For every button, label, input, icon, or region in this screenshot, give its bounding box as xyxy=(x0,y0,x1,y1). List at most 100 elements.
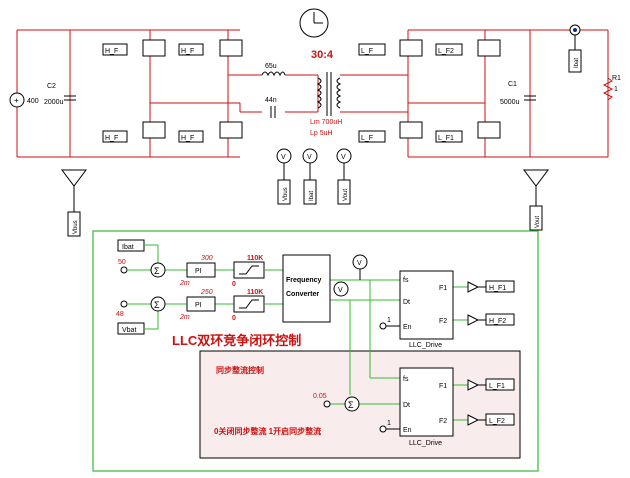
drive2-en: En xyxy=(403,427,412,434)
current-probe xyxy=(568,24,582,73)
sync-offset: 0.05 xyxy=(313,393,327,400)
lr-label: 65u xyxy=(265,63,277,70)
c2-value: 2000u xyxy=(44,99,64,106)
sync-frame xyxy=(199,350,521,459)
resonant-inductor xyxy=(261,71,286,77)
lp-label: Lp 5uH xyxy=(310,130,333,137)
vbat-input: Vbat xyxy=(122,327,136,334)
llc-drive-2[interactable] xyxy=(399,367,454,437)
c1-value: 5000u xyxy=(500,99,520,106)
meter-label-vbus: Vbus xyxy=(283,187,289,201)
vsrc-label: 400 xyxy=(27,98,39,105)
lm-label: Lm 700uH xyxy=(310,119,342,126)
r1-name: R1 xyxy=(612,75,621,82)
cr-label: 44n xyxy=(265,97,277,104)
gate-l-f-4: L_F1 xyxy=(438,135,454,142)
out-l-f2-box xyxy=(485,413,515,426)
control-title: LLC双环竞争闭环控制 xyxy=(172,333,301,348)
meter-dt xyxy=(333,281,349,297)
pi2-gain: 250 xyxy=(200,289,213,296)
meter-label-vout: Vout xyxy=(343,189,349,201)
drive2-f1: F1 xyxy=(439,383,447,390)
out-h-f1-box xyxy=(485,280,515,293)
resistor-r1 xyxy=(602,77,614,101)
summer-blocks xyxy=(150,262,360,412)
out-h-f1: H_F1 xyxy=(489,285,506,292)
c2-name: C2 xyxy=(47,83,56,90)
out-h-f2-box xyxy=(485,313,515,326)
dc-source: + 400 xyxy=(9,92,39,108)
gate-l-f-2: L_F2 xyxy=(438,48,454,55)
capacitor-c2 xyxy=(64,95,76,101)
frequency-converter[interactable] xyxy=(282,254,331,323)
meter-v-2: V xyxy=(307,154,312,161)
fc-line1: Frequency xyxy=(286,277,322,284)
sync-note: 0关闭同步整流 1开启同步整流 xyxy=(214,426,321,436)
c1-name: C1 xyxy=(508,81,517,88)
switch-gate-labels xyxy=(102,43,463,143)
pi-label-2: PI xyxy=(195,302,202,309)
capacitor-c1 xyxy=(524,95,536,101)
drive2-f2: F2 xyxy=(439,418,447,425)
drive1-name: LLC_Drive xyxy=(409,342,442,349)
pi1-time: 2m xyxy=(179,280,190,287)
sum-icon-1: Σ xyxy=(154,266,160,276)
control-wires xyxy=(127,244,468,421)
en2-value: 1 xyxy=(387,420,391,427)
drive2-name: LLC_Drive xyxy=(409,440,442,447)
out-l-f1-box xyxy=(485,378,515,391)
en1-value: 1 xyxy=(387,317,391,324)
sensor-vbus-label: Vbus xyxy=(73,220,79,234)
sum-icon-3: Σ xyxy=(348,400,354,410)
gate-h-f-1: H_F xyxy=(105,48,118,55)
meter-dt-v: V xyxy=(338,287,343,294)
sum-icon-2: Σ xyxy=(154,300,160,310)
out-l-f2: L_F2 xyxy=(489,418,505,425)
fc-line2: Converter xyxy=(286,291,319,298)
drive2-fs: fs xyxy=(403,376,409,383)
en2-node xyxy=(379,425,387,433)
gate-h-f-3: H_F xyxy=(105,135,118,142)
clock-icon[interactable] xyxy=(299,8,329,38)
voltage-sensors xyxy=(61,169,549,237)
meter-label-ibat: Ibat xyxy=(309,191,315,201)
gate-h-f-4: H_F xyxy=(181,135,194,142)
out-l-f1: L_F1 xyxy=(489,383,505,390)
gate-h-f-2: H_F xyxy=(181,48,194,55)
lim1-lower: 0 xyxy=(232,281,236,288)
drive1-dt: Dt xyxy=(403,299,410,306)
pi1-gain: 300 xyxy=(201,255,213,262)
gate-l-f-1: L_F xyxy=(361,48,373,55)
llc-drive-1[interactable] xyxy=(399,270,454,340)
meter-v-3: V xyxy=(341,154,346,161)
sensor-vout-label: Vout xyxy=(535,216,541,228)
ibat-input: Ibat xyxy=(122,244,134,251)
lim2-lower: 0 xyxy=(232,315,236,322)
transformer-ratio: 30:4 xyxy=(311,49,334,61)
pi-block-current[interactable] xyxy=(186,262,216,278)
ref-current: 50 xyxy=(118,259,126,266)
pi-block-voltage[interactable] xyxy=(186,296,216,312)
meter-v-1: V xyxy=(281,154,286,161)
resonant-capacitor xyxy=(270,106,276,118)
ref-voltage-node xyxy=(120,300,128,308)
sync-offset-node xyxy=(323,400,331,408)
control-frame xyxy=(92,230,539,472)
out-h-f2: H_F2 xyxy=(489,318,506,325)
r1-value: 1 xyxy=(614,86,618,93)
ibat-probe-label: Ibat xyxy=(574,58,580,68)
drive1-en: En xyxy=(403,324,412,331)
pi-label-1: PI xyxy=(195,268,202,275)
sync-title: 同步整流控制 xyxy=(216,365,264,375)
pi2-time: 2m xyxy=(179,314,190,321)
voltmeters xyxy=(276,148,352,205)
drive1-f2: F2 xyxy=(439,318,447,325)
ref-voltage: 48 xyxy=(116,311,124,318)
transformer xyxy=(316,72,342,116)
lim1-upper: 110K xyxy=(247,255,263,262)
mosfet-switches xyxy=(142,39,501,139)
gate-l-f-3: L_F xyxy=(361,135,373,142)
meter-fs-v: V xyxy=(357,260,362,267)
drive1-f1: F1 xyxy=(439,285,447,292)
